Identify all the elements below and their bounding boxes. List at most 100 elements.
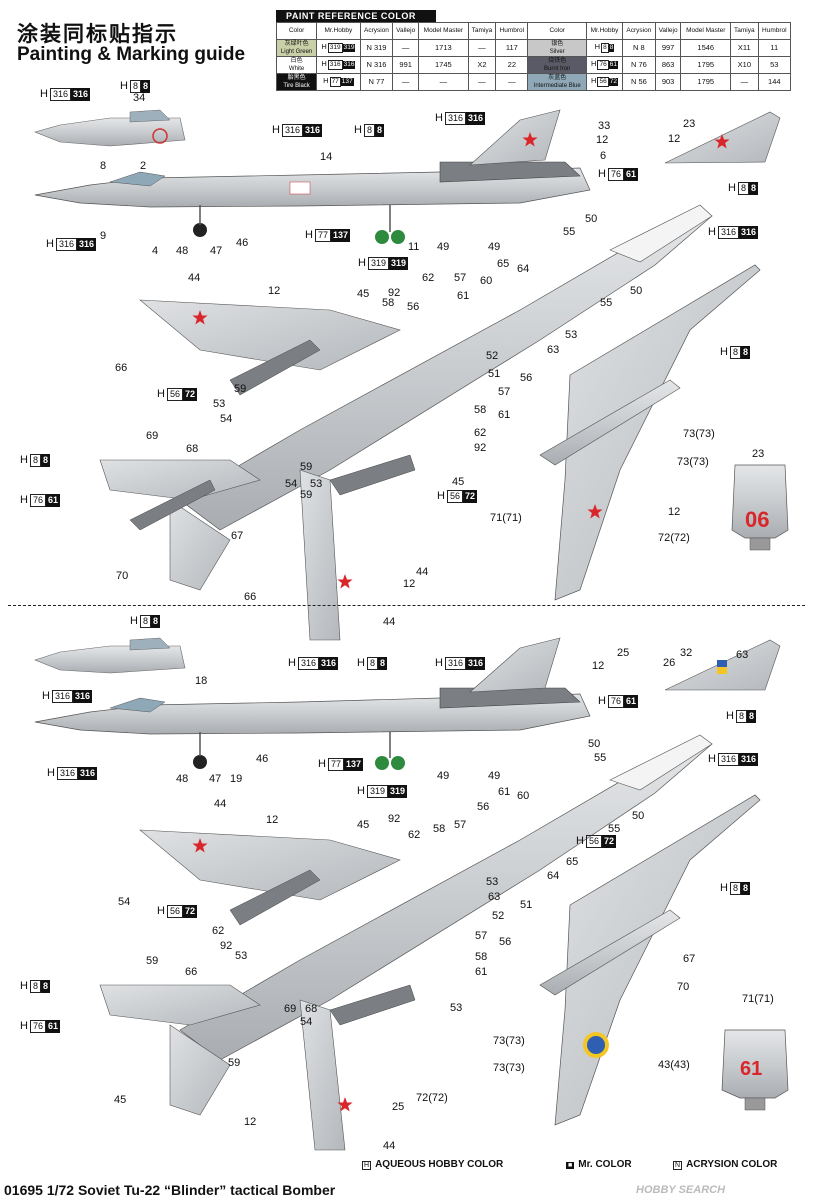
part-callout: 52 — [492, 910, 505, 922]
paint-mm-cell: 1795 — [680, 73, 732, 91]
part-callout: 73(73) — [683, 428, 715, 440]
part-callout: 70 — [116, 570, 129, 582]
plan-view-bottom-lower — [539, 794, 761, 1126]
side-profile-bottom — [34, 637, 591, 770]
part-callout: 12 — [596, 134, 609, 146]
part-callout: 34 — [133, 92, 146, 104]
part-callout: 59 — [146, 955, 159, 967]
part-callout: 61 — [498, 786, 511, 798]
tail-shield-bottom — [721, 1029, 789, 1111]
footer-title: 01695 1/72 Soviet Tu-22 “Blinder” tactic… — [4, 1182, 336, 1198]
part-callout: 55 — [563, 226, 576, 238]
part-callout: 53 — [486, 876, 499, 888]
part-callout: 60 — [480, 275, 493, 287]
part-callout: 50 — [630, 285, 643, 297]
part-callout: 46 — [236, 237, 249, 249]
part-callout: 72(72) — [416, 1092, 448, 1104]
part-callout: 54 — [300, 1016, 313, 1028]
paint-humbrol-cell: — — [495, 73, 529, 91]
part-callout: 52 — [486, 350, 499, 362]
part-callout: 56 — [499, 936, 512, 948]
part-callout: 51 — [488, 368, 501, 380]
part-callout: 69 — [146, 430, 159, 442]
part-callout: 19 — [230, 773, 243, 785]
part-callout: 44 — [383, 616, 396, 628]
part-callout: 12 — [668, 133, 681, 145]
part-callout: 47 — [209, 773, 222, 785]
part-callout: 62 — [474, 427, 487, 439]
part-callout: 58 — [433, 823, 446, 835]
part-callout: 45 — [357, 288, 370, 300]
part-callout: 92 — [388, 813, 401, 825]
tail-fin-bottom — [664, 639, 781, 691]
part-callout: 73(73) — [493, 1035, 525, 1047]
part-callout: 23 — [752, 448, 765, 460]
part-callout: 32 — [680, 647, 693, 659]
part-callout: 66 — [244, 591, 257, 603]
part-callout: 92 — [388, 287, 401, 299]
part-callout: 71(71) — [490, 512, 522, 524]
part-callout: 54 — [118, 896, 131, 908]
part-callout: 58 — [475, 951, 488, 963]
paint-humbrol-cell: 144 — [757, 73, 792, 91]
part-callout: 25 — [617, 647, 630, 659]
part-callout: 12 — [592, 660, 605, 672]
part-callout: 9 — [100, 230, 107, 242]
part-callout: 62 — [212, 925, 225, 937]
legend-n-box: N — [673, 1161, 683, 1170]
part-callout: 62 — [422, 272, 435, 284]
part-callout: 26 — [663, 657, 676, 669]
part-callout: 57 — [454, 272, 467, 284]
part-callout: 48 — [176, 773, 189, 785]
legend-h-box: H — [362, 1161, 372, 1170]
part-callout: 4 — [152, 245, 159, 257]
part-callout: 59 — [300, 461, 313, 473]
part-callout: 45 — [452, 476, 465, 488]
part-callout: 51 — [520, 899, 533, 911]
part-callout: 69 — [284, 1003, 297, 1015]
part-callout: 55 — [600, 297, 613, 309]
nose-detail-bottom — [34, 637, 186, 674]
part-callout: 44 — [214, 798, 227, 810]
part-callout: 61 — [457, 290, 470, 302]
part-callout: 53 — [213, 398, 226, 410]
part-callout: 92 — [220, 940, 233, 952]
part-callout: 67 — [231, 530, 244, 542]
legend-aqueous-label: AQUEOUS HOBBY COLOR — [375, 1159, 504, 1170]
part-callout: 14 — [320, 151, 333, 163]
legend-mr-label: Mr. COLOR — [578, 1159, 632, 1170]
part-callout: 71(71) — [742, 993, 774, 1005]
part-callout: 25 — [392, 1101, 405, 1113]
side-profile-top — [34, 109, 591, 244]
part-callout: 12 — [268, 285, 281, 297]
part-callout: 23 — [683, 118, 696, 130]
part-callout: 50 — [632, 810, 645, 822]
part-callout: 18 — [195, 675, 208, 687]
tail-fin-top — [664, 111, 781, 164]
part-callout: 49 — [437, 770, 450, 782]
